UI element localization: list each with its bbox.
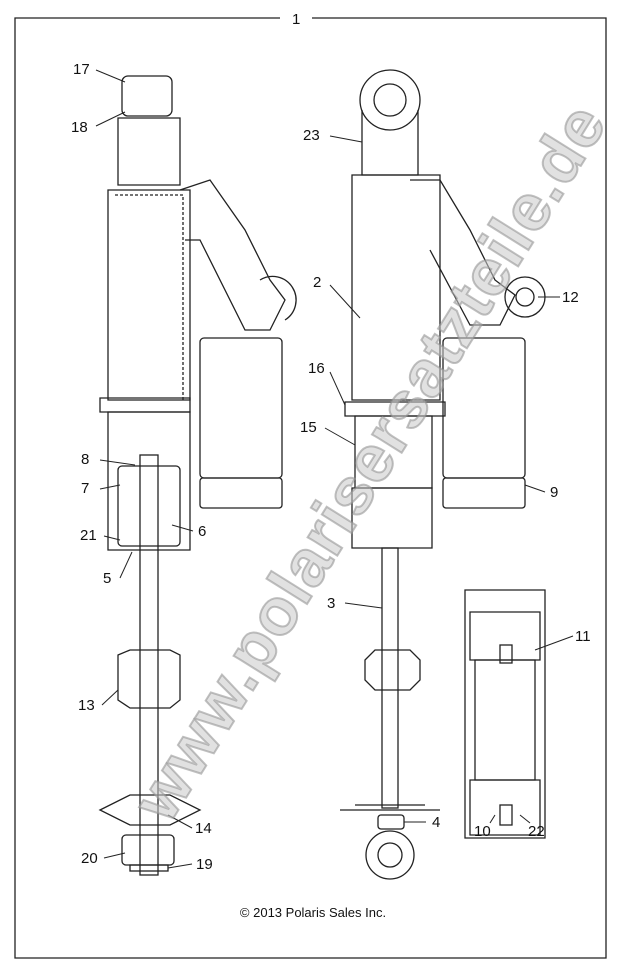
frame: [14, 17, 607, 959]
callout-21: 21: [80, 527, 97, 544]
callout-23: 23: [303, 127, 320, 144]
callout-16: 16: [308, 360, 325, 377]
detail-inset: [464, 589, 546, 839]
callout-18: 18: [71, 119, 88, 136]
callout-17: 17: [73, 61, 90, 78]
callout-20: 20: [81, 850, 98, 867]
callout-3: 3: [327, 595, 336, 612]
callout-2: 2: [313, 274, 322, 291]
callout-19: 19: [196, 856, 213, 873]
callout-7: 7: [81, 480, 90, 497]
callout-6: 6: [198, 523, 207, 540]
callout-14: 14: [195, 820, 212, 837]
copyright: © 2013 Polaris Sales Inc.: [239, 905, 387, 920]
leader-lines: [95, 69, 574, 869]
callout-5: 5: [103, 570, 112, 587]
callout-9: 9: [550, 484, 559, 501]
callout-15: 15: [300, 419, 317, 436]
callout-8: 8: [81, 451, 90, 468]
left-shock-cutaway: [98, 75, 297, 876]
callout-10: 10: [474, 823, 491, 840]
callout-4: 4: [432, 814, 441, 831]
callout-1: 1: [292, 11, 301, 28]
callout-13: 13: [78, 697, 95, 714]
callout-11: 11: [575, 628, 591, 645]
callout-22: 22: [528, 823, 545, 840]
callout-12: 12: [562, 289, 579, 306]
